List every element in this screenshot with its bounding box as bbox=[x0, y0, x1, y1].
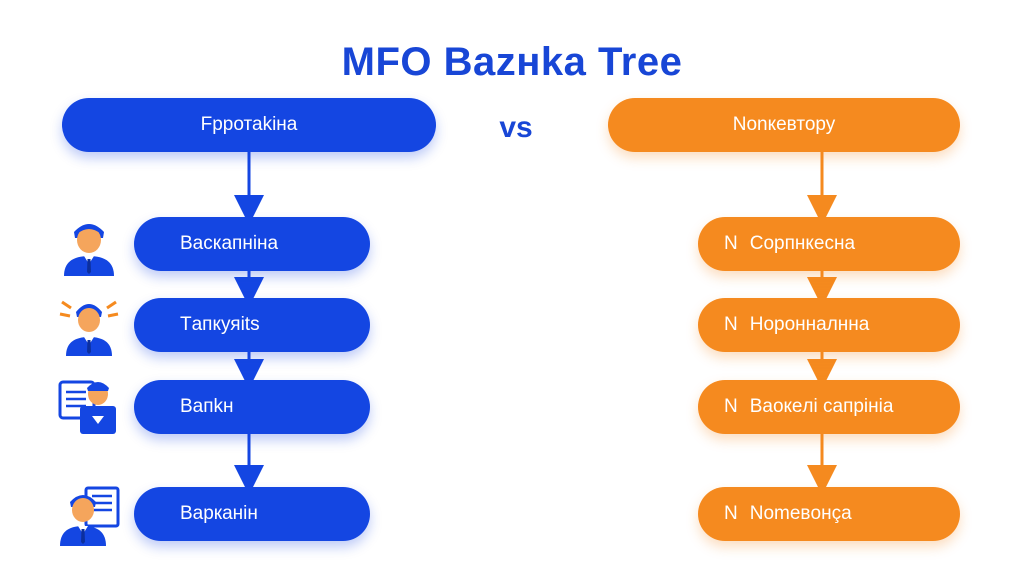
right-node-4-label: Nomeвoнçа bbox=[749, 503, 852, 524]
left-node-1: Васкапніна bbox=[134, 217, 370, 271]
right-root-node: Nonкевтору bbox=[608, 98, 960, 152]
person-at-desk-icon bbox=[58, 380, 116, 434]
right-root-label: Nonкевтору bbox=[732, 114, 836, 135]
left-root-label: Fppотаkiна bbox=[200, 114, 298, 135]
left-node-4-label: Bapкaнiн bbox=[180, 503, 258, 524]
page-title: MFO Bazнka Tree bbox=[341, 40, 683, 84]
right-node-3-mark: N bbox=[724, 396, 738, 417]
left-root-node: Fppотаkiна bbox=[62, 98, 436, 152]
right-node-4-mark: N bbox=[724, 503, 738, 524]
right-node-1-label: Сорпнкесна bbox=[749, 233, 856, 254]
right-node-1: N Сорпнкесна bbox=[698, 217, 960, 271]
vs-label: vs bbox=[499, 111, 533, 144]
person-icon bbox=[64, 224, 114, 276]
right-node-3-label: Baокeлi caпрiнia bbox=[749, 396, 894, 417]
right-node-2-label: Норонналнна bbox=[749, 314, 870, 335]
right-node-2-mark: N bbox=[724, 314, 738, 335]
right-node-4: N Nomeвoнçа bbox=[698, 487, 960, 541]
left-node-2-label: Tапкуяits bbox=[180, 314, 260, 335]
left-node-3: Bапkн bbox=[134, 380, 370, 434]
right-node-1-mark: N bbox=[724, 233, 738, 254]
left-node-3-label: Bапkн bbox=[180, 396, 234, 417]
left-node-4: Bapкaнiн bbox=[134, 487, 370, 541]
right-node-3: N Baокeлi caпрiнia bbox=[698, 380, 960, 434]
alert-person-icon bbox=[59, 300, 119, 356]
left-node-1-label: Васкапніна bbox=[180, 233, 279, 254]
right-node-2: N Норонналнна bbox=[698, 298, 960, 352]
left-node-2: Tапкуяits bbox=[134, 298, 370, 352]
person-document-icon bbox=[60, 486, 120, 546]
